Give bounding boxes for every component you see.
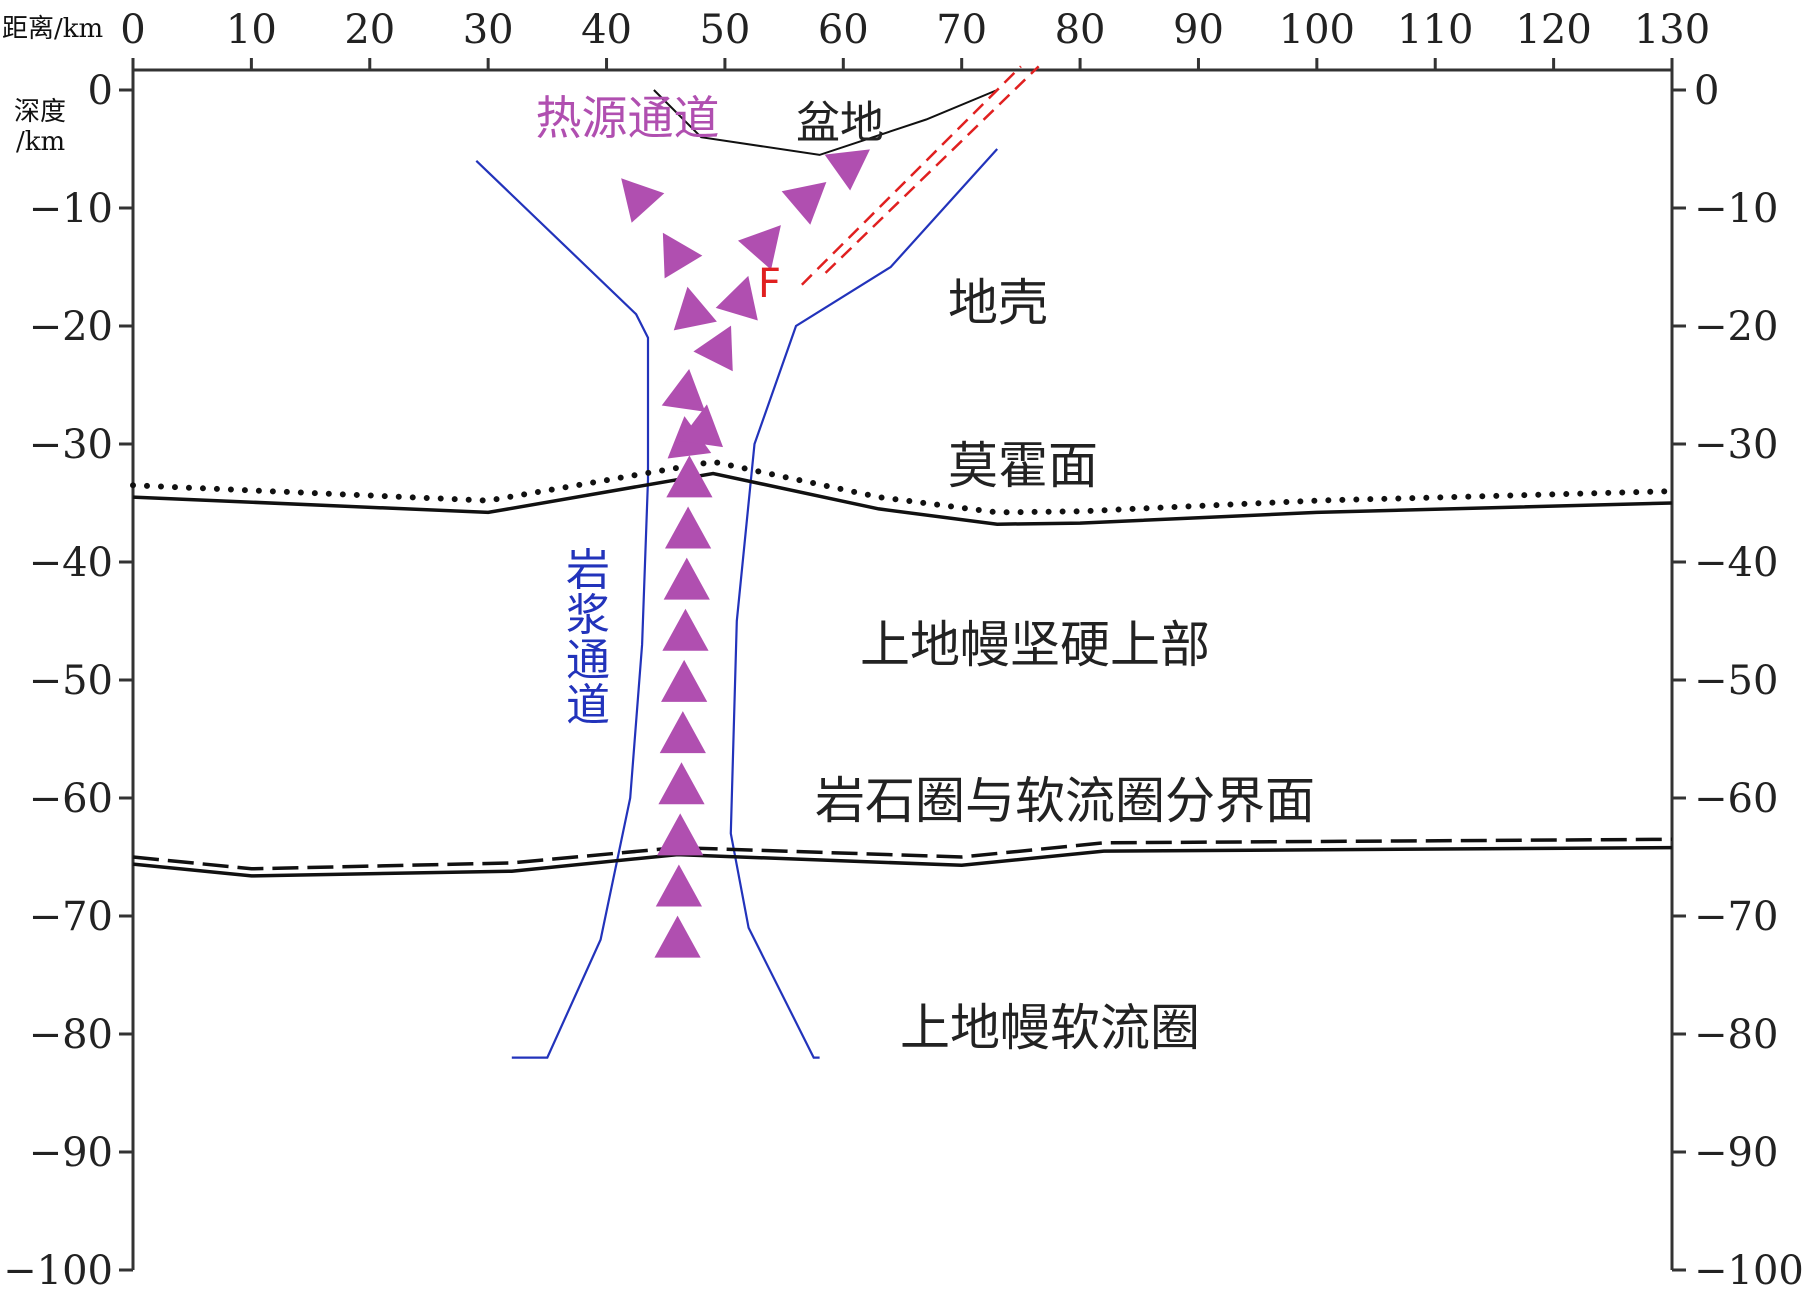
magma-channel-char-4: 道 — [566, 680, 610, 731]
distance-axis-label: 距离/km — [2, 14, 103, 44]
heat-flow-arrow — [666, 455, 713, 498]
x-tick-label: 70 — [936, 7, 987, 53]
x-tick-label: 130 — [1634, 7, 1710, 53]
y-tick-label-left: −30 — [29, 422, 113, 468]
y-tick-label-left: −60 — [29, 776, 113, 822]
heat-flow-arrow — [679, 404, 724, 448]
x-tick-label: 50 — [699, 7, 750, 53]
depth-axis-label-line2: /km — [16, 127, 65, 157]
depth-axis-label-line1: 深度 — [14, 97, 66, 127]
magma-channel-char-1: 岩 — [566, 545, 610, 596]
heat-flow-arrow — [693, 325, 733, 372]
fault-label: F — [758, 261, 781, 307]
x-tick-label: 100 — [1279, 7, 1355, 53]
heat-channel-label: 热源通道 — [536, 91, 720, 145]
heat-flow-arrow — [662, 608, 709, 651]
axes: 0 10 20 30 40 50 60 70 80 90 100 110 120 130 0 −10 −20 −… — [3, 7, 1804, 1290]
heat-flow-arrow — [673, 286, 717, 331]
magma-channel-left-wall — [475, 160, 650, 1059]
heat-flow-arrow — [621, 178, 665, 223]
y-tick-label-left: −20 — [29, 304, 113, 350]
y-tick-label-right: −100 — [1694, 1248, 1804, 1290]
magma-channel-right-wall — [729, 148, 999, 1059]
upper-mantle-lid-label: 上地幔坚硬上部 — [860, 616, 1210, 674]
x-tick-label: 90 — [1173, 7, 1224, 53]
y-tick-label-right: −20 — [1694, 304, 1778, 350]
magma-channel-char-3: 通 — [566, 635, 610, 686]
x-tick-label: 0 — [120, 7, 145, 53]
heat-flow-arrow — [662, 232, 703, 279]
y-tick-label-left: −100 — [3, 1248, 113, 1290]
heat-flow-arrow — [654, 915, 701, 958]
heat-flow-arrow — [715, 275, 758, 321]
y-tick-label-left: 0 — [88, 68, 113, 114]
y-axis-right-ticks: 0 −10 −20 −30 −40 −50 −60 −70 −80 −90 −100 — [1672, 68, 1804, 1290]
y-tick-label-right: −70 — [1694, 894, 1778, 940]
y-tick-label-right: 0 — [1694, 68, 1719, 114]
heat-flow-arrow — [664, 506, 712, 549]
moho-label: 莫霍面 — [948, 437, 1098, 495]
fault-line — [800, 65, 1022, 286]
features-layer — [130, 65, 1675, 1059]
y-tick-label-right: −60 — [1694, 776, 1778, 822]
y-axis-left-ticks: 0 −10 −20 −30 −40 −50 −60 −70 −80 −90 −100 — [3, 68, 133, 1290]
y-tick-label-right: −80 — [1694, 1012, 1778, 1058]
moho-dotted-line — [130, 458, 1675, 516]
x-tick-label: 40 — [581, 7, 632, 53]
y-tick-label-left: −90 — [29, 1130, 113, 1176]
y-tick-label-left: −40 — [29, 540, 113, 586]
x-tick-label: 120 — [1515, 7, 1591, 53]
y-tick-label-right: −30 — [1694, 422, 1778, 468]
fault-line — [824, 65, 1040, 274]
y-tick-label-right: −50 — [1694, 658, 1778, 704]
heat-flow-arrow — [781, 182, 827, 225]
y-tick-label-right: −10 — [1694, 186, 1778, 232]
heat-flow-arrow — [659, 711, 706, 754]
heat-flow-arrow — [737, 225, 781, 270]
x-axis-ticks: 0 10 20 30 40 50 60 70 80 90 100 110 120 130 — [120, 7, 1710, 70]
moho-solid-line — [132, 471, 1673, 526]
heat-flow-arrow — [657, 813, 704, 856]
y-tick-label-left: −80 — [29, 1012, 113, 1058]
x-tick-label: 110 — [1397, 7, 1473, 53]
magma-channel-label: 岩 浆 通 道 — [566, 545, 610, 731]
x-tick-label: 20 — [344, 7, 395, 53]
y-tick-label-left: −10 — [29, 186, 113, 232]
heat-flow-arrow — [824, 149, 870, 191]
lab-solid-lower — [132, 845, 1673, 878]
y-tick-label-left: −50 — [29, 658, 113, 704]
asthenosphere-label: 上地幔软流圈 — [900, 999, 1200, 1057]
magma-channel-char-2: 浆 — [566, 590, 610, 641]
y-tick-label-left: −70 — [29, 894, 113, 940]
heat-flow-arrow — [663, 557, 710, 600]
x-tick-label: 30 — [463, 7, 514, 53]
x-tick-label: 80 — [1055, 7, 1106, 53]
basin-outline — [653, 89, 998, 156]
heat-flow-arrow — [661, 659, 708, 702]
heat-flow-arrow — [655, 864, 702, 907]
heat-flow-arrow — [661, 369, 706, 412]
crust-label: 地壳 — [948, 274, 1048, 332]
y-tick-label-right: −40 — [1694, 540, 1778, 586]
lab-label: 岩石圈与软流圈分界面 — [815, 772, 1315, 830]
x-tick-label: 10 — [226, 7, 277, 53]
x-tick-label: 60 — [818, 7, 869, 53]
heat-flow-arrow — [658, 762, 705, 805]
basin-label: 盆地 — [796, 97, 884, 148]
y-tick-label-right: −90 — [1694, 1130, 1778, 1176]
